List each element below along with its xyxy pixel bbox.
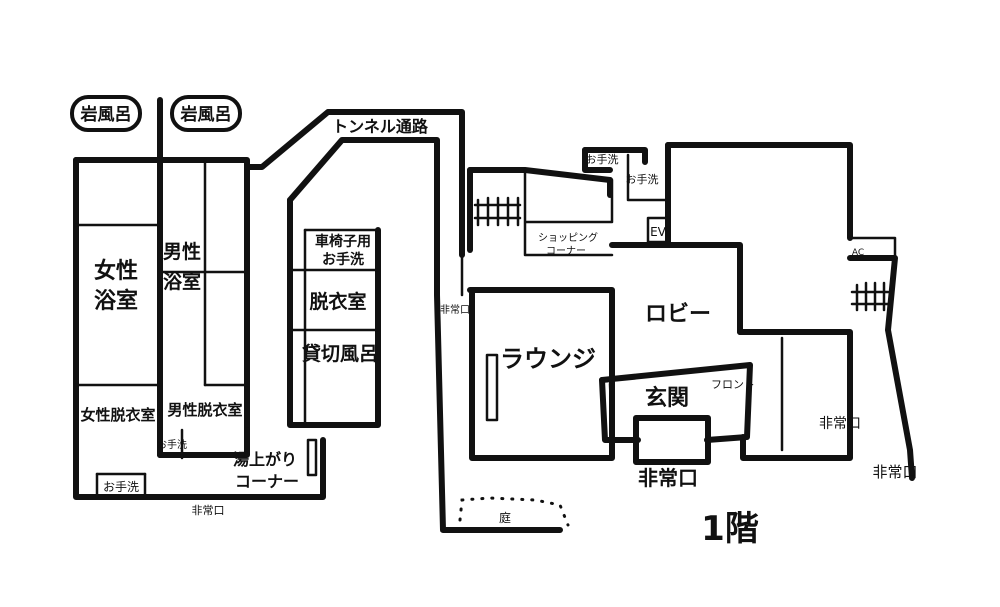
shopping-label-2: コーナー [546, 245, 586, 257]
rock-bath-badge-right: 岩風呂 [170, 95, 242, 132]
lobby-label: ロビー [645, 302, 711, 327]
yuagari-label-1: 湯上がり [233, 450, 297, 469]
mens-bath-label-2: 浴室 [163, 270, 201, 293]
erased-area-mid [680, 150, 750, 242]
changing-room-label: 脱衣室 [309, 290, 366, 313]
toilet-top2-label: お手洗 [626, 172, 659, 186]
erased-area-top [472, 37, 548, 77]
floor-label: 1階 [701, 509, 759, 549]
elevator-label: EV [650, 225, 667, 239]
emergency-exit-right-inner: 非常口 [819, 416, 861, 432]
womens-changing-label: 女性脱衣室 [80, 406, 155, 424]
mens-changing-label: 男性脱衣室 [167, 401, 242, 419]
tunnel-walls [287, 137, 563, 533]
wheelchair-toilet-label-2: お手洗 [322, 251, 364, 268]
garden-label: 庭 [499, 510, 511, 525]
rock-bath-left-label: 岩風呂 [80, 104, 132, 125]
rock-bath-badge-left: 岩風呂 [70, 95, 142, 132]
emergency-exit-bottom-left: 非常口 [192, 504, 225, 517]
garden: 庭 [458, 496, 570, 527]
shopping-label-1: ショッピング [538, 231, 598, 244]
emergency-exit-side: 非常口 [440, 303, 470, 316]
emergency-exit-entrance: 非常口 [638, 466, 698, 490]
yuagari-label-2: コーナー [235, 472, 299, 491]
wheelchair-toilet-label-1: 車椅子用 [315, 233, 371, 250]
toilet-bottom-label: お手洗 [103, 480, 139, 494]
private-bath-label: 貸切風呂 [301, 342, 378, 365]
toilet-top-label: お手洗 [586, 152, 619, 166]
emergency-exit-right: 非常口 [872, 463, 917, 481]
ac-label: AC [852, 248, 864, 258]
womens-bath-label-1: 女性 [94, 258, 138, 284]
front-desk-label: フロント [711, 378, 755, 391]
bath-building-walls [73, 97, 465, 500]
entrance-label: 玄関 [645, 385, 689, 411]
lounge-label: ラウンジ [500, 345, 596, 373]
tunnel-label: トンネル通路 [332, 117, 429, 136]
mens-bath-label-1: 男性 [163, 240, 201, 263]
main-building-walls [467, 142, 915, 481]
toilet-small-label: お手洗 [157, 438, 187, 451]
rock-bath-right-label: 岩風呂 [180, 104, 232, 125]
womens-bath-label-2: 浴室 [94, 288, 138, 314]
